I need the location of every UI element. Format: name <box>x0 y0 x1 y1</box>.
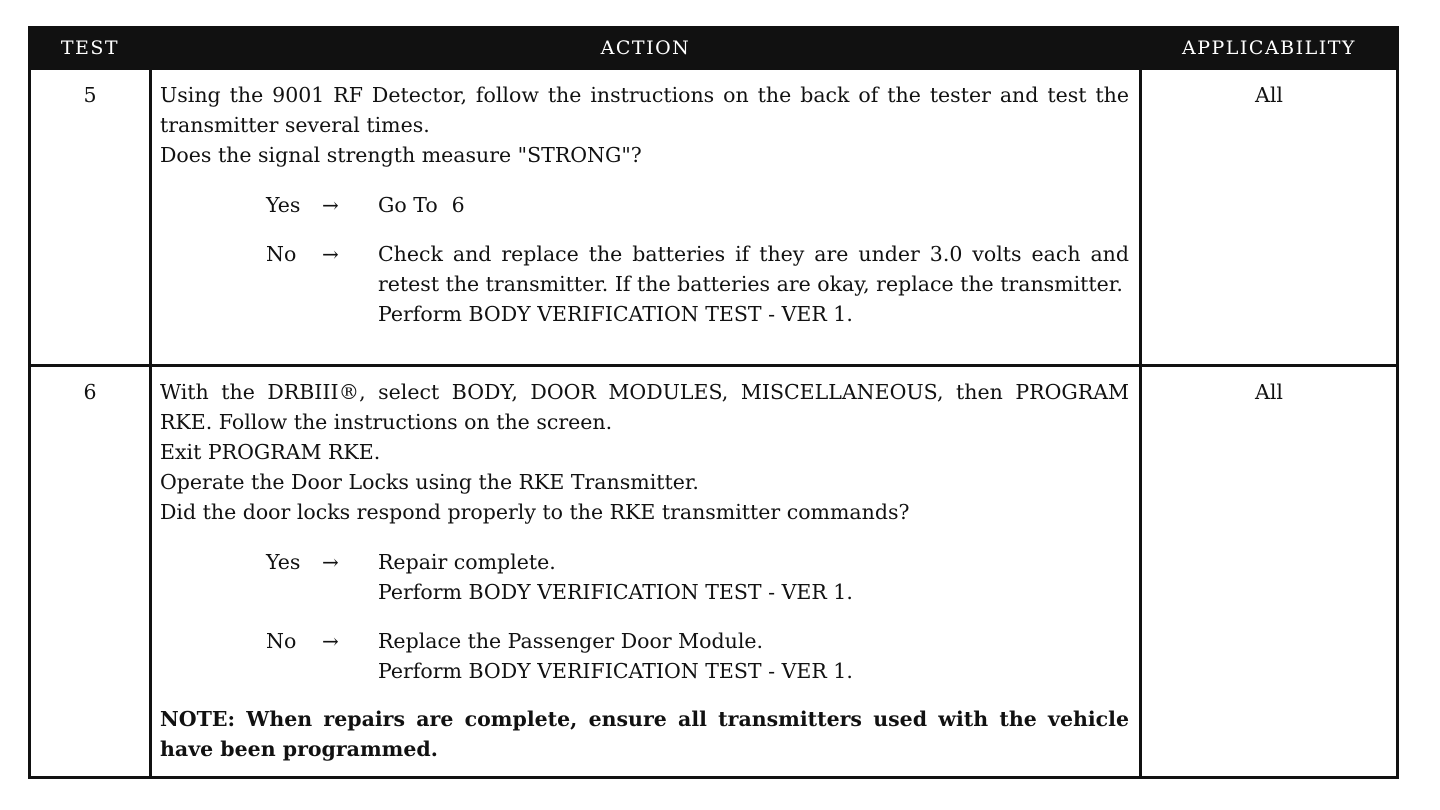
answer-yes-text: Go To <box>378 193 438 217</box>
answer-no-text: Perform BODY VERIFICATION TEST - VER 1. <box>378 302 853 326</box>
diagnostic-test-table: TEST ACTION APPLICABILITY 5 Using the 90… <box>28 26 1399 779</box>
answer-no-text: Perform BODY VERIFICATION TEST - VER 1. <box>378 659 853 683</box>
test-number: 6 <box>28 364 152 779</box>
action-question: Did the door locks respond properly to t… <box>160 500 910 524</box>
applicability-value: All <box>1139 67 1399 367</box>
arrow-right-icon: → <box>322 550 339 574</box>
action-cell: Using the 9001 RF Detector, follow the i… <box>149 67 1142 367</box>
answer-no: No → Check and replace the batteries if … <box>266 239 1129 329</box>
answer-no-text: Replace the Passenger Door Module. <box>378 629 764 653</box>
answer-no-label: No <box>266 629 297 653</box>
action-text: Exit PROGRAM RKE. <box>160 440 381 464</box>
answer-yes-text: Repair complete. <box>378 550 556 574</box>
header-test: TEST <box>28 26 152 70</box>
table-header-row: TEST ACTION APPLICABILITY <box>28 26 1399 70</box>
answer-list: Yes → Repair complete. Perform BODY VERI… <box>160 547 1129 686</box>
answer-yes-text: Perform BODY VERIFICATION TEST - VER 1. <box>378 580 853 604</box>
answer-yes-label: Yes <box>266 193 301 217</box>
answer-no: No → Replace the Passenger Door Module. … <box>266 626 1129 686</box>
action-cell: With the DRBIII®, select BODY, DOOR MODU… <box>149 364 1142 779</box>
answer-list: Yes → Go To 6 No → Check and replace the … <box>160 190 1129 329</box>
table-row: 6 With the DRBIII®, select BODY, DOOR MO… <box>28 364 1399 779</box>
action-text: Using the 9001 RF Detector, follow the i… <box>160 83 1129 137</box>
arrow-right-icon: → <box>322 242 339 266</box>
arrow-right-icon: → <box>322 193 339 217</box>
action-text: With the DRBIII®, select BODY, DOOR MODU… <box>160 380 1129 434</box>
answer-yes: Yes → Go To 6 <box>266 190 1129 220</box>
action-text: Operate the Door Locks using the RKE Tra… <box>160 470 699 494</box>
arrow-right-icon: → <box>322 629 339 653</box>
action-question: Does the signal strength measure "STRONG… <box>160 143 642 167</box>
header-action: ACTION <box>149 26 1142 70</box>
answer-yes: Yes → Repair complete. Perform BODY VERI… <box>266 547 1129 607</box>
answer-no-text: Check and replace the batteries if they … <box>378 242 1129 296</box>
note-text: NOTE: When repairs are complete, ensure … <box>160 707 1129 761</box>
applicability-value: All <box>1139 364 1399 779</box>
header-applicability: APPLICABILITY <box>1139 26 1399 70</box>
table-row: 5 Using the 9001 RF Detector, follow the… <box>28 67 1399 367</box>
goto-test-number: 6 <box>451 193 465 217</box>
answer-no-label: No <box>266 242 297 266</box>
answer-yes-label: Yes <box>266 550 301 574</box>
test-number: 5 <box>28 67 152 367</box>
